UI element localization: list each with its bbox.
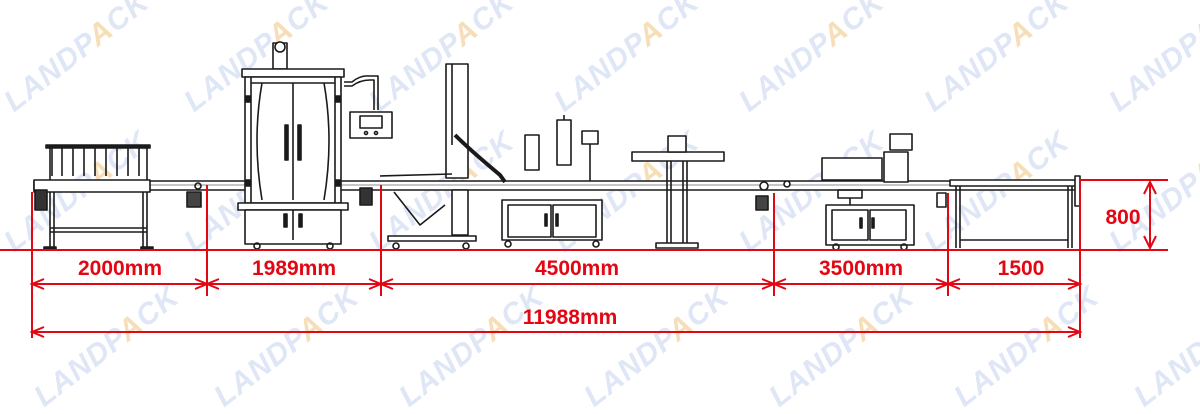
conveyor <box>33 180 1081 191</box>
dimension-lines <box>0 179 1168 338</box>
filling-machine <box>237 41 393 250</box>
feed-table <box>33 144 202 251</box>
dimension-label-segment-3: 4500mm <box>534 257 620 280</box>
cap-elevator <box>379 63 507 250</box>
dimension-label-segment-2: 1989mm <box>251 257 337 280</box>
dimension-label-segment-1: 2000mm <box>77 257 163 280</box>
dimension-label-segment-5: 1500 <box>997 257 1045 280</box>
collecting-table <box>949 175 1081 248</box>
dimension-label-height: 800 <box>1105 206 1141 229</box>
machine-drawing <box>0 41 1168 338</box>
capping-machine <box>501 115 603 248</box>
induction-sealer <box>631 135 769 249</box>
labeling-machine <box>783 133 947 251</box>
dimension-label-total: 11988mm <box>522 306 618 329</box>
dimension-label-segment-4: 3500mm <box>818 257 904 280</box>
